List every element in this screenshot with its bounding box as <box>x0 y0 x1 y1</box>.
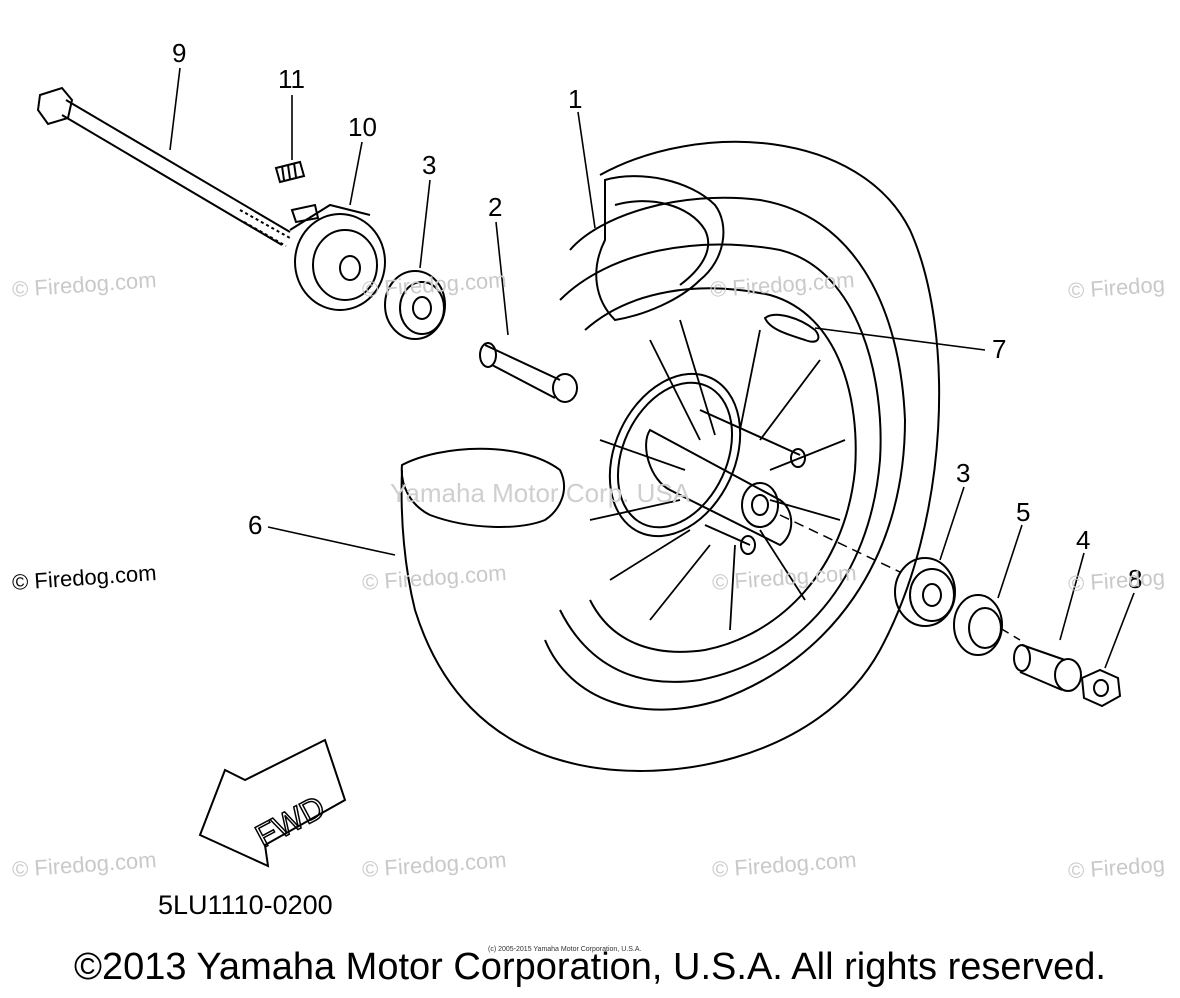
wheel-assembly <box>400 140 941 772</box>
callout-1: 1 <box>568 84 582 114</box>
callout-5: 5 <box>1016 497 1030 527</box>
gear-unit <box>289 203 386 311</box>
callout-6: 6 <box>248 510 262 540</box>
rim-flange <box>544 196 907 711</box>
small-copyright: (c) 2005-2015 Yamaha Motor Corporation, … <box>488 946 642 953</box>
leader-lines <box>169 67 1135 669</box>
hub-body <box>645 428 793 547</box>
tire-section-upper <box>595 175 725 322</box>
callout-3-right: 3 <box>956 458 970 488</box>
spacer-collar <box>479 342 578 403</box>
callout-7: 7 <box>992 334 1006 364</box>
hub-disc-ring <box>608 372 742 538</box>
callout-4: 4 <box>1076 525 1090 555</box>
center-watermark: Yamaha Motor Corp. USA <box>390 478 691 508</box>
callout-10: 10 <box>348 112 377 142</box>
callout-11: 11 <box>278 64 305 94</box>
axle-nut <box>1080 668 1122 708</box>
set-screw <box>274 160 306 184</box>
axle <box>36 86 291 247</box>
part-number: 5LU1110-0200 <box>158 890 333 920</box>
callout-9: 9 <box>172 38 186 68</box>
tire-outline <box>400 140 941 772</box>
tire-valve <box>763 313 820 343</box>
copyright-notice: ©2013 Yamaha Motor Corporation, U.S.A. A… <box>74 946 1106 988</box>
oil-seal <box>953 594 1003 656</box>
callout-2: 2 <box>488 192 502 222</box>
collar <box>1013 644 1082 692</box>
rim-spokes <box>589 319 846 631</box>
callout-3-left: 3 <box>422 150 436 180</box>
bearing-left <box>384 270 446 340</box>
tire-section-lower <box>400 447 565 528</box>
bearing-right <box>894 557 956 627</box>
fwd-arrow: FWD <box>198 738 347 868</box>
callout-8: 8 <box>1128 564 1142 594</box>
fwd-label: FWD <box>249 788 330 854</box>
axis-centerline <box>779 514 1021 641</box>
